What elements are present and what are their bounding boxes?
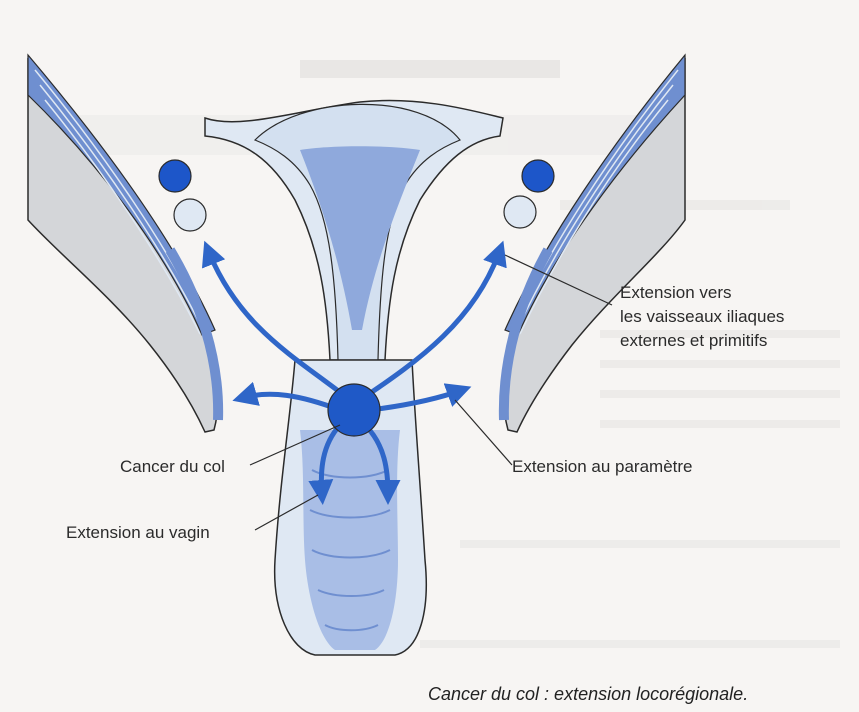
label-vessels-line3: externes et primitifs (620, 331, 767, 350)
left-pelvic-wall (28, 55, 218, 432)
figure-caption: Cancer du col : extension locorégionale. (428, 684, 748, 704)
label-parametrium: Extension au paramètre (512, 457, 693, 476)
cervical-tumor (328, 384, 380, 436)
iliac-vessels-left (159, 160, 206, 231)
label-cervix-cancer: Cancer du col (120, 457, 225, 476)
label-vessels-line1: Extension vers (620, 283, 732, 302)
label-vessels-line2: les vaisseaux iliaques (620, 307, 784, 326)
uterus (205, 101, 503, 655)
iliac-vessels-right (504, 160, 554, 228)
right-pelvic-wall (504, 55, 685, 432)
label-vagina: Extension au vagin (66, 523, 210, 542)
